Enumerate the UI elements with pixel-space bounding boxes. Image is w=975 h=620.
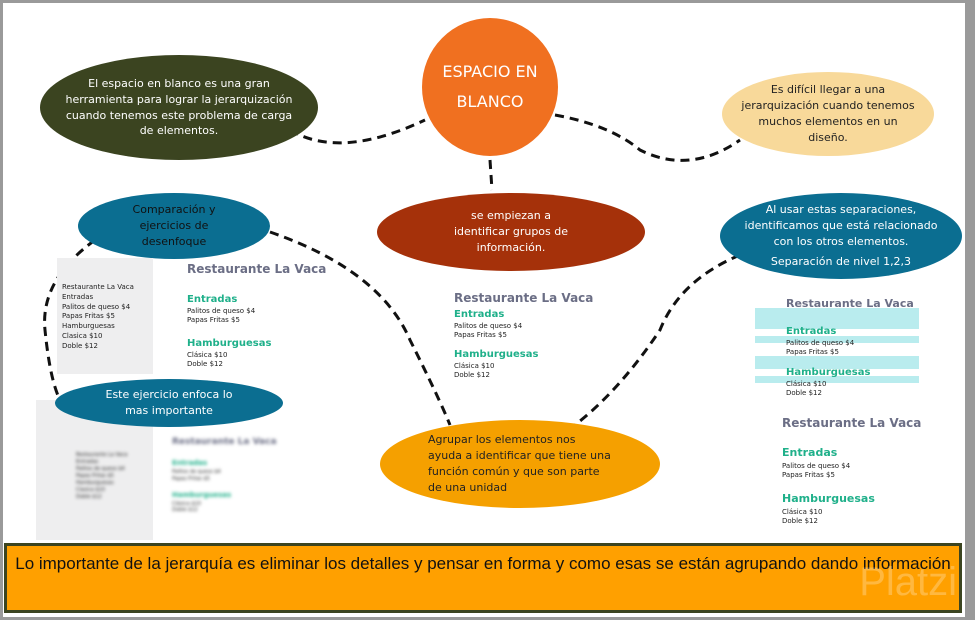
menu-item: Papas Fritas $5 (172, 475, 210, 482)
menu-item: Palitos de queso $4 (454, 322, 523, 330)
niveles-text: Separación de nivel 1,2,3 (770, 255, 912, 269)
connector (554, 113, 741, 162)
conclusion-banner: Lo importante de la jerarquía es elimina… (4, 543, 962, 613)
menu-title: Restaurante La Vaca (187, 262, 327, 276)
bubble-top-left: El espacio en blanco es una gran herrami… (40, 55, 318, 160)
separator-band (755, 308, 919, 329)
menu-item: Papas Fritas $5 (62, 312, 115, 321)
menu-title: Restaurante La Vaca (786, 297, 914, 310)
menu-item: Clasica $10 (62, 331, 103, 340)
menu-section: Entradas (786, 326, 837, 337)
bubble-grupos: se empiezan a identificar grupos de info… (377, 193, 645, 271)
menu-item: Palitos de queso $4 (172, 469, 221, 475)
menu-item: Palitos de queso $4 (782, 462, 851, 470)
blurred-plain-menu: Restaurante La Vaca Entradas Palitos de … (76, 452, 127, 501)
bubble-agrupar: Agrupar los elementos nos ayuda a identi… (380, 420, 660, 508)
plain-menu: Restaurante La Vaca Entradas Palitos de … (62, 283, 134, 352)
platzi-watermark: Platzi (859, 560, 957, 604)
menu-item: Clasica $10 (76, 487, 105, 493)
separator-band (755, 376, 919, 383)
menu-item: Papas Fritas $5 (187, 316, 240, 325)
styled-menu: Restaurante La Vaca Entradas Palitos de … (187, 262, 326, 370)
menu-section: Entradas (62, 292, 94, 301)
menu-item: Doble $12 (782, 517, 818, 526)
menu-item: Doble $12 (172, 507, 198, 514)
menu-item: Palitos de queso $4 (62, 302, 131, 311)
menu-section: Hamburguesas (172, 490, 232, 499)
bubble-top-right: Es difícil llegar a una jerarquización c… (722, 72, 934, 156)
bubble-comparacion: Comparación y ejercicios de desenfoque (78, 193, 270, 259)
menu-item: Clásica $10 (454, 361, 495, 370)
menu-title: Restaurante La Vaca (76, 452, 128, 458)
connector (488, 159, 494, 191)
connector (269, 230, 452, 426)
menu-item: Papas Fritas $5 (76, 473, 114, 479)
menu-section: Hamburguesas (454, 348, 539, 360)
menu-section: Hamburguesas (786, 366, 871, 378)
menu-section: Hamburguesas (187, 337, 272, 349)
center-bubble: ESPACIO EN BLANCO (422, 18, 558, 156)
bubble-enfoca: Este ejercicio enfoca lo mas importante (55, 379, 283, 427)
menu-item: Doble $12 (187, 360, 223, 369)
menu-section: Entradas (76, 459, 99, 465)
menu-title: Restaurante La Vaca (62, 283, 134, 291)
separator-band (755, 356, 919, 369)
separator-band (755, 336, 919, 343)
menu-item: Palitos de queso $4 (76, 466, 125, 472)
menu-title: Restaurante La Vaca (782, 416, 922, 430)
menu-title: Restaurante La Vaca (172, 437, 277, 447)
menu-item: Papas Fritas $5 (782, 471, 835, 480)
menu-title: Restaurante La Vaca (454, 291, 594, 305)
gray-panel (57, 258, 153, 374)
menu-section: Hamburguesas (782, 491, 875, 505)
menu-item: Clásica $10 (782, 507, 823, 516)
menu-section: Entradas (782, 446, 838, 459)
connector (289, 118, 426, 145)
blurred-styled-menu: Restaurante La Vaca Entradas Palitos de … (172, 437, 277, 514)
menu-item: Papas Fritas $5 (454, 331, 507, 340)
menu-item: Palitos de queso $4 (187, 307, 256, 315)
menu-section: Entradas (187, 294, 238, 305)
menu-section: Entradas (172, 459, 208, 467)
menu-section: Hamburguesas (62, 322, 115, 331)
menu-item: Doble $12 (786, 389, 822, 398)
menu-item: Palitos de queso $4 (786, 339, 855, 347)
right-menu-banded: Restaurante La Vaca Entradas Palitos de … (786, 297, 914, 399)
menu-item: Doble $12 (62, 341, 98, 350)
menu-section: Hamburguesas (76, 480, 114, 486)
separaciones-text: Al usar estas separaciones, identificamo… (744, 202, 938, 248)
menu-section: Entradas (454, 309, 505, 320)
menu-item: Doble $12 (454, 371, 490, 380)
menu-item: Papas Fritas $5 (786, 348, 839, 357)
menu-item: Clásica $10 (172, 500, 201, 507)
connector (574, 253, 741, 427)
menu-item: Doble $12 (76, 494, 102, 500)
menu-item: Clásica $10 (786, 379, 827, 388)
bubble-separaciones: Al usar estas separaciones, identificamo… (720, 193, 962, 279)
right-menu: Restaurante La Vaca Entradas Palitos de … (782, 416, 921, 527)
menu-item: Clásica $10 (187, 350, 228, 359)
center-menu: Restaurante La Vaca Entradas Palitos de … (454, 291, 593, 381)
